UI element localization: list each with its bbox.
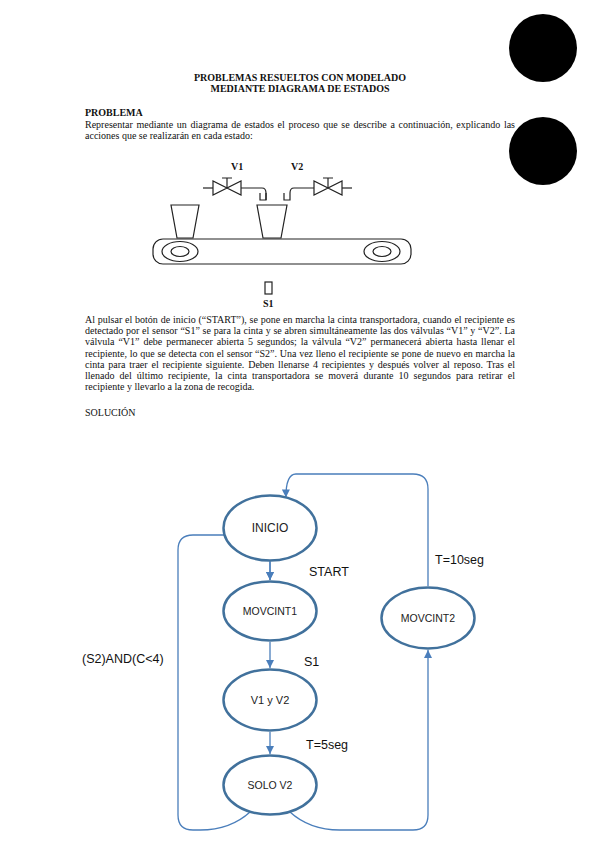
- transition-label: T=5seg: [304, 738, 350, 752]
- valve-label: V2: [291, 161, 303, 172]
- transition-label: S1: [302, 655, 321, 669]
- state-ellipse: INICIO: [222, 494, 318, 562]
- transition-label: (S2)AND(C<4): [80, 652, 166, 666]
- transition-label: START: [307, 565, 351, 579]
- transition-arrow: [269, 642, 270, 668]
- ellipse-shape: [224, 496, 317, 561]
- state-ellipse: MOVCINT2: [380, 586, 476, 650]
- state-name: INICIO: [252, 521, 289, 535]
- valve-label: V1: [231, 161, 243, 172]
- state-ellipse: SOLO V2: [222, 754, 318, 816]
- page-title: PROBLEMAS RESUELTOS CON MODELADO MEDIANT…: [170, 72, 430, 94]
- state-ellipse: V1 y V2: [222, 668, 318, 732]
- ellipse-shape: [382, 588, 475, 649]
- problem-text: Al pulsar el botón de inicio (“START”), …: [85, 314, 515, 392]
- ellipse-shape: [224, 756, 317, 815]
- section-heading: PROBLEMA: [85, 107, 143, 118]
- transition-arrow: [290, 650, 428, 830]
- instructions: Representar mediante un diagrama de esta…: [85, 119, 515, 141]
- black-dot: [509, 14, 577, 82]
- container: [257, 205, 287, 238]
- state-ellipse: MOVCINT1: [222, 580, 318, 642]
- ellipse-shape: [224, 670, 317, 731]
- black-dot: [509, 117, 577, 185]
- transition-arrow: [269, 732, 270, 754]
- conveyor: [153, 178, 411, 294]
- state-name: V1 y V2: [251, 694, 290, 706]
- ellipse-shape: [224, 582, 317, 641]
- container: [171, 205, 199, 238]
- state-name: SOLO V2: [248, 779, 293, 791]
- state-name: MOVCINT2: [401, 612, 455, 624]
- sensor-label: S1: [263, 298, 274, 309]
- sensor-s1: [265, 282, 272, 294]
- transition-label: T=10seg: [433, 553, 486, 567]
- state-name: MOVCINT1: [243, 605, 297, 617]
- section-heading: SOLUCIÓN: [85, 407, 136, 418]
